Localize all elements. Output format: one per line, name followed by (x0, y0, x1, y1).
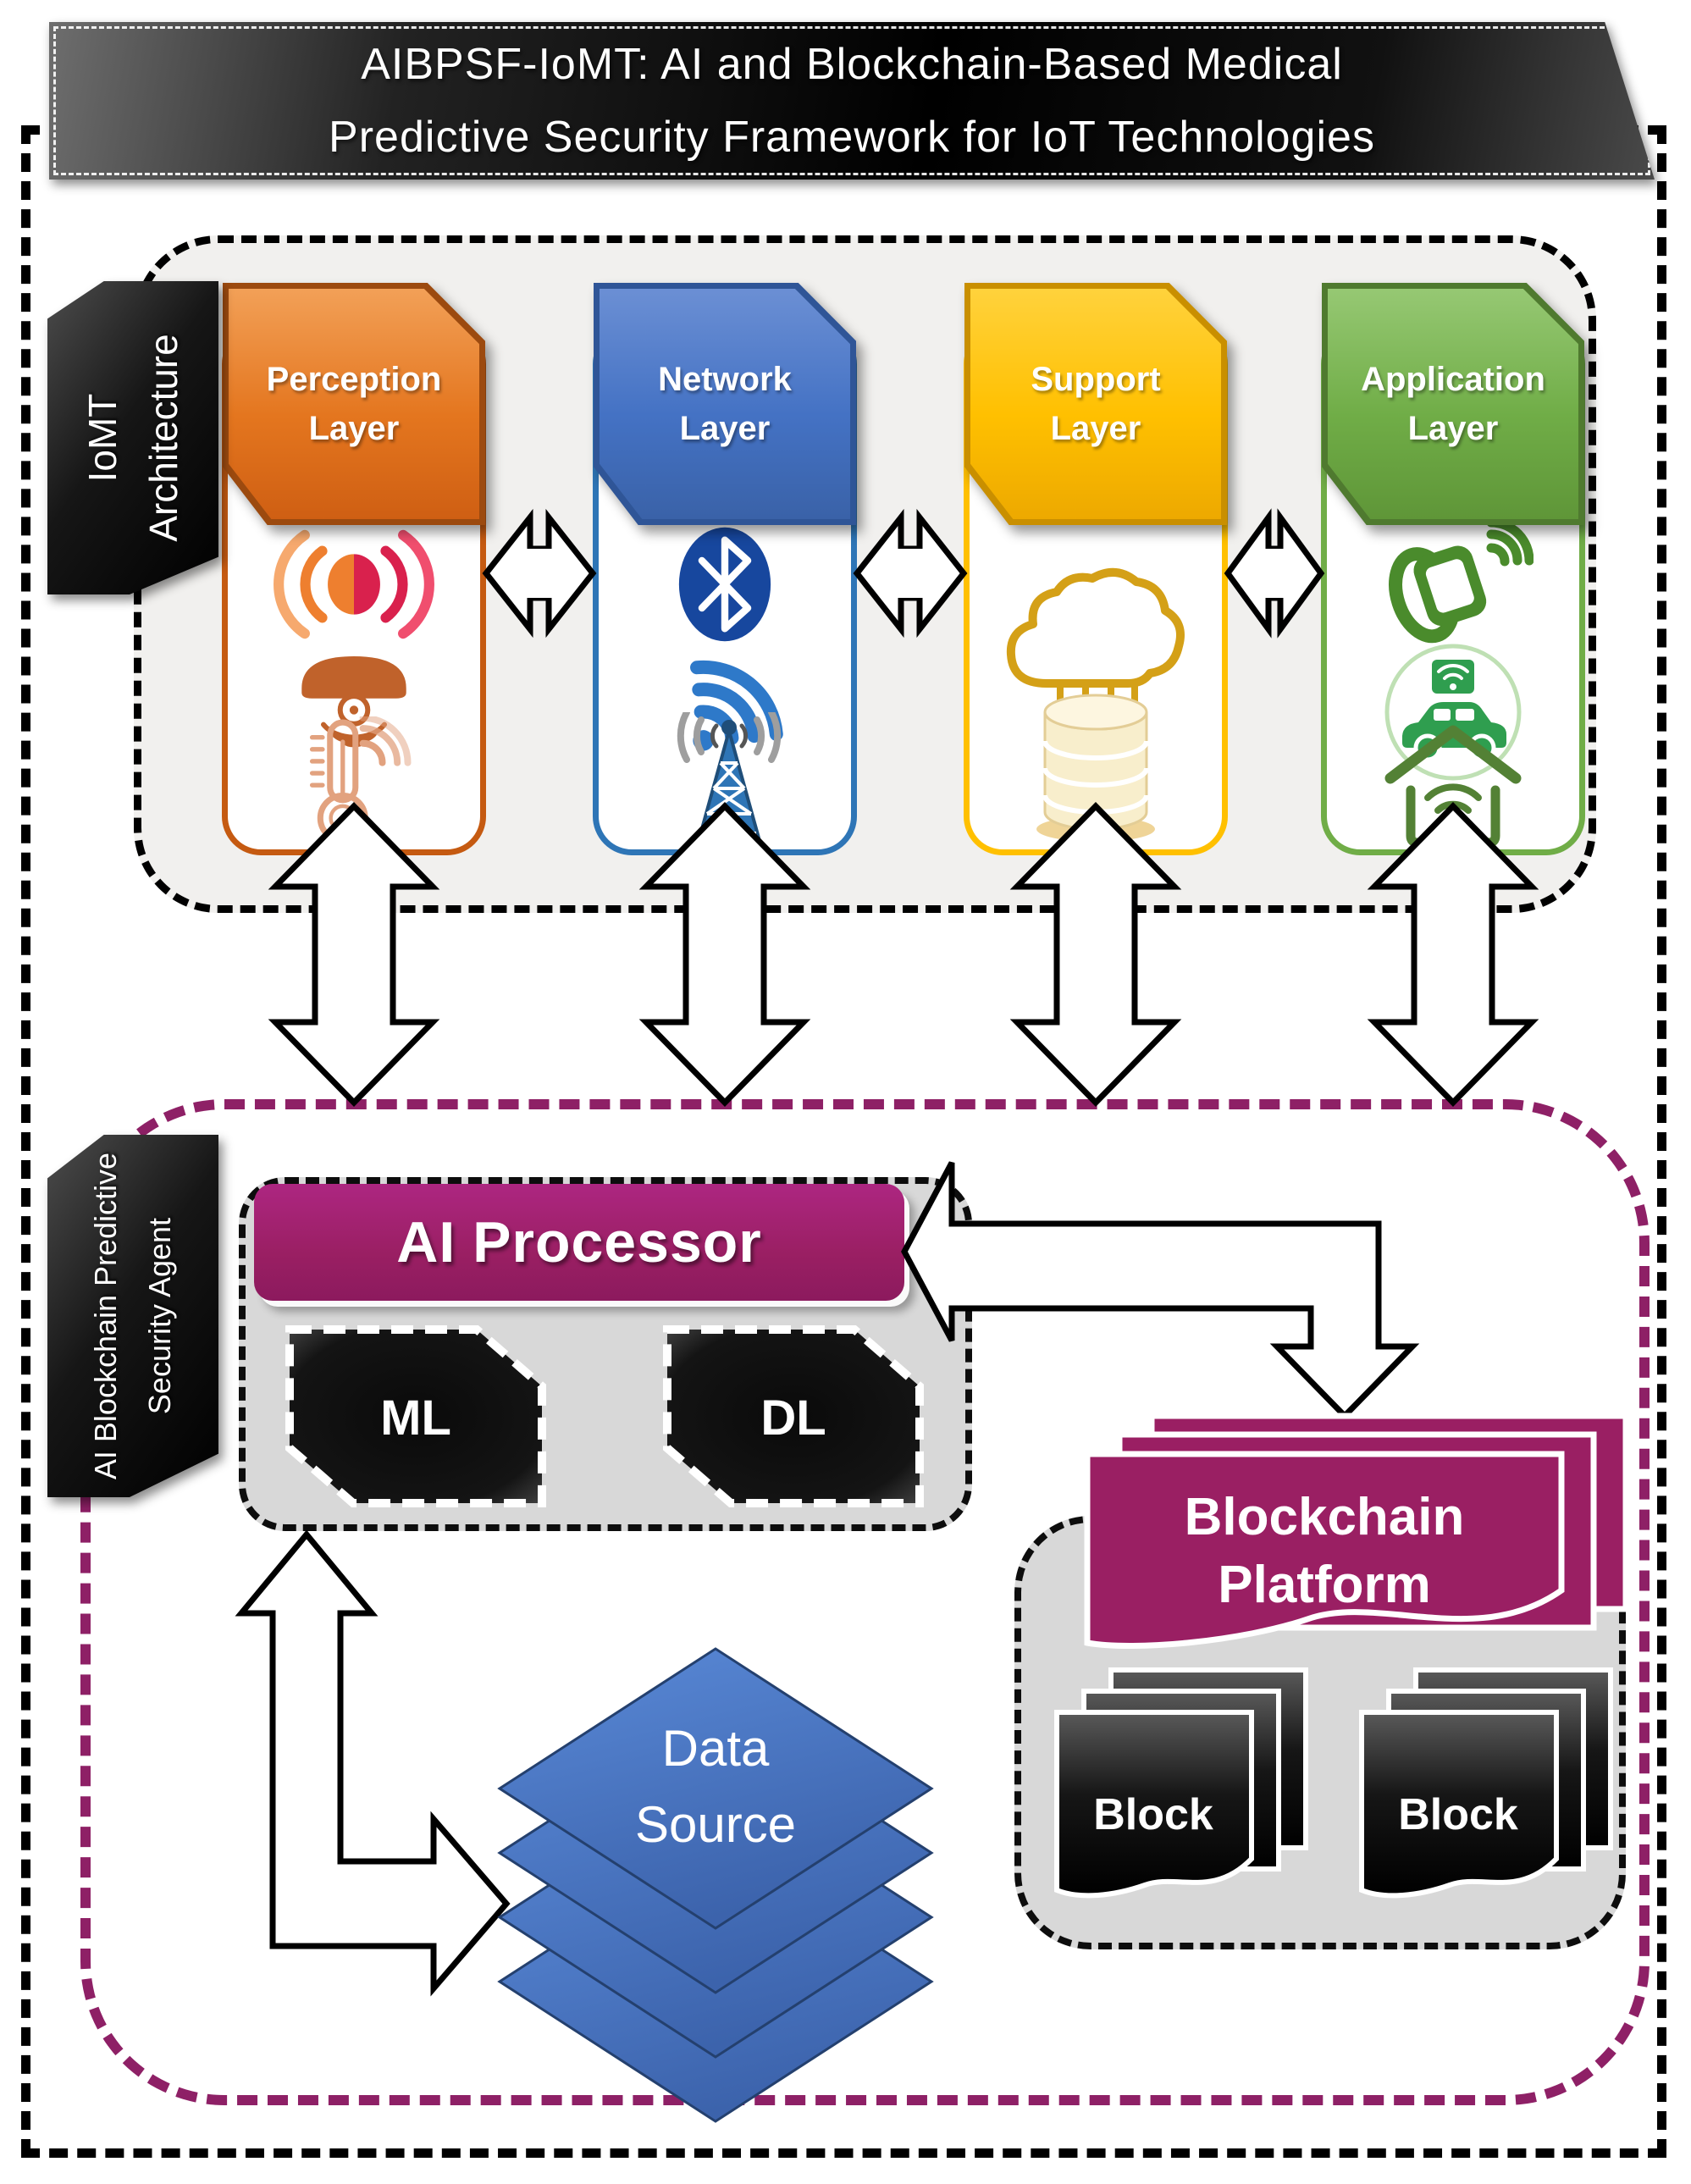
support-header-label: Support Layer (1031, 355, 1160, 453)
iomt-banner-shape: IoMT Architecture (47, 281, 218, 594)
iomt-banner-line1: IoMT (80, 393, 124, 483)
security-agent-banner: AI Blockchain Predictive Security Agent (47, 1135, 218, 1497)
support-label-line1: Support (1031, 361, 1161, 398)
application-label-line2: Layer (1407, 410, 1499, 447)
title-line-1: AIBPSF-IoMT: AI and Blockchain-Based Med… (361, 40, 1343, 89)
radio-tower-icon (677, 712, 782, 843)
agent-banner-shape: AI Blockchain Predictive Security Agent (47, 1135, 218, 1497)
agent-banner-label: AI Blockchain Predictive Security Agent (79, 1153, 187, 1479)
proximity-sensor-icon (274, 529, 434, 639)
perception-layer-header: Perception Layer (223, 283, 485, 525)
perception-label-line1: Perception (266, 361, 442, 398)
network-header-label: Network Layer (658, 355, 792, 453)
application-header-label: Application Layer (1361, 355, 1545, 453)
agent-banner-line1: AI Blockchain Predictive (88, 1152, 123, 1480)
title-banner-shape: AIBPSF-IoMT: AI and Blockchain-Based Med… (49, 22, 1655, 180)
perception-header-label: Perception Layer (267, 355, 442, 453)
smart-home-icon (1384, 725, 1522, 848)
bluetooth-icon (678, 527, 771, 642)
smart-thermometer-icon (309, 716, 412, 843)
smartwatch-icon (1389, 521, 1534, 644)
iomt-architecture-banner: IoMT Architecture (47, 281, 218, 594)
ai-processor-title: AI Processor (396, 1210, 762, 1274)
support-label-line2: Layer (1050, 410, 1141, 447)
application-header-fill: Application Layer (1328, 289, 1578, 519)
network-layer-header: Network Layer (594, 283, 856, 525)
network-label-line1: Network (658, 361, 792, 398)
title-line-2: Predictive Security Framework for IoT Te… (329, 113, 1375, 162)
agent-banner-line2: Security Agent (142, 1217, 177, 1415)
application-layer-header: Application Layer (1322, 283, 1584, 525)
support-layer-header: Support Layer (964, 283, 1227, 525)
ai-processor-header: AI Processor (254, 1184, 904, 1301)
diagram-title: AIBPSF-IoMT: AI and Blockchain-Based Med… (329, 28, 1375, 174)
network-label-line2: Layer (679, 410, 771, 447)
application-label-line1: Application (1361, 361, 1545, 398)
perception-label-line2: Layer (308, 410, 400, 447)
database-icon (1036, 694, 1155, 842)
title-banner: AIBPSF-IoMT: AI and Blockchain-Based Med… (49, 22, 1655, 180)
support-header-fill: Support Layer (970, 289, 1221, 519)
perception-header-fill: Perception Layer (229, 289, 479, 519)
iomt-banner-label: IoMT Architecture (72, 334, 194, 541)
blockchain-group (1014, 1516, 1626, 1949)
network-header-fill: Network Layer (600, 289, 850, 519)
iomt-banner-line2: Architecture (141, 334, 185, 542)
